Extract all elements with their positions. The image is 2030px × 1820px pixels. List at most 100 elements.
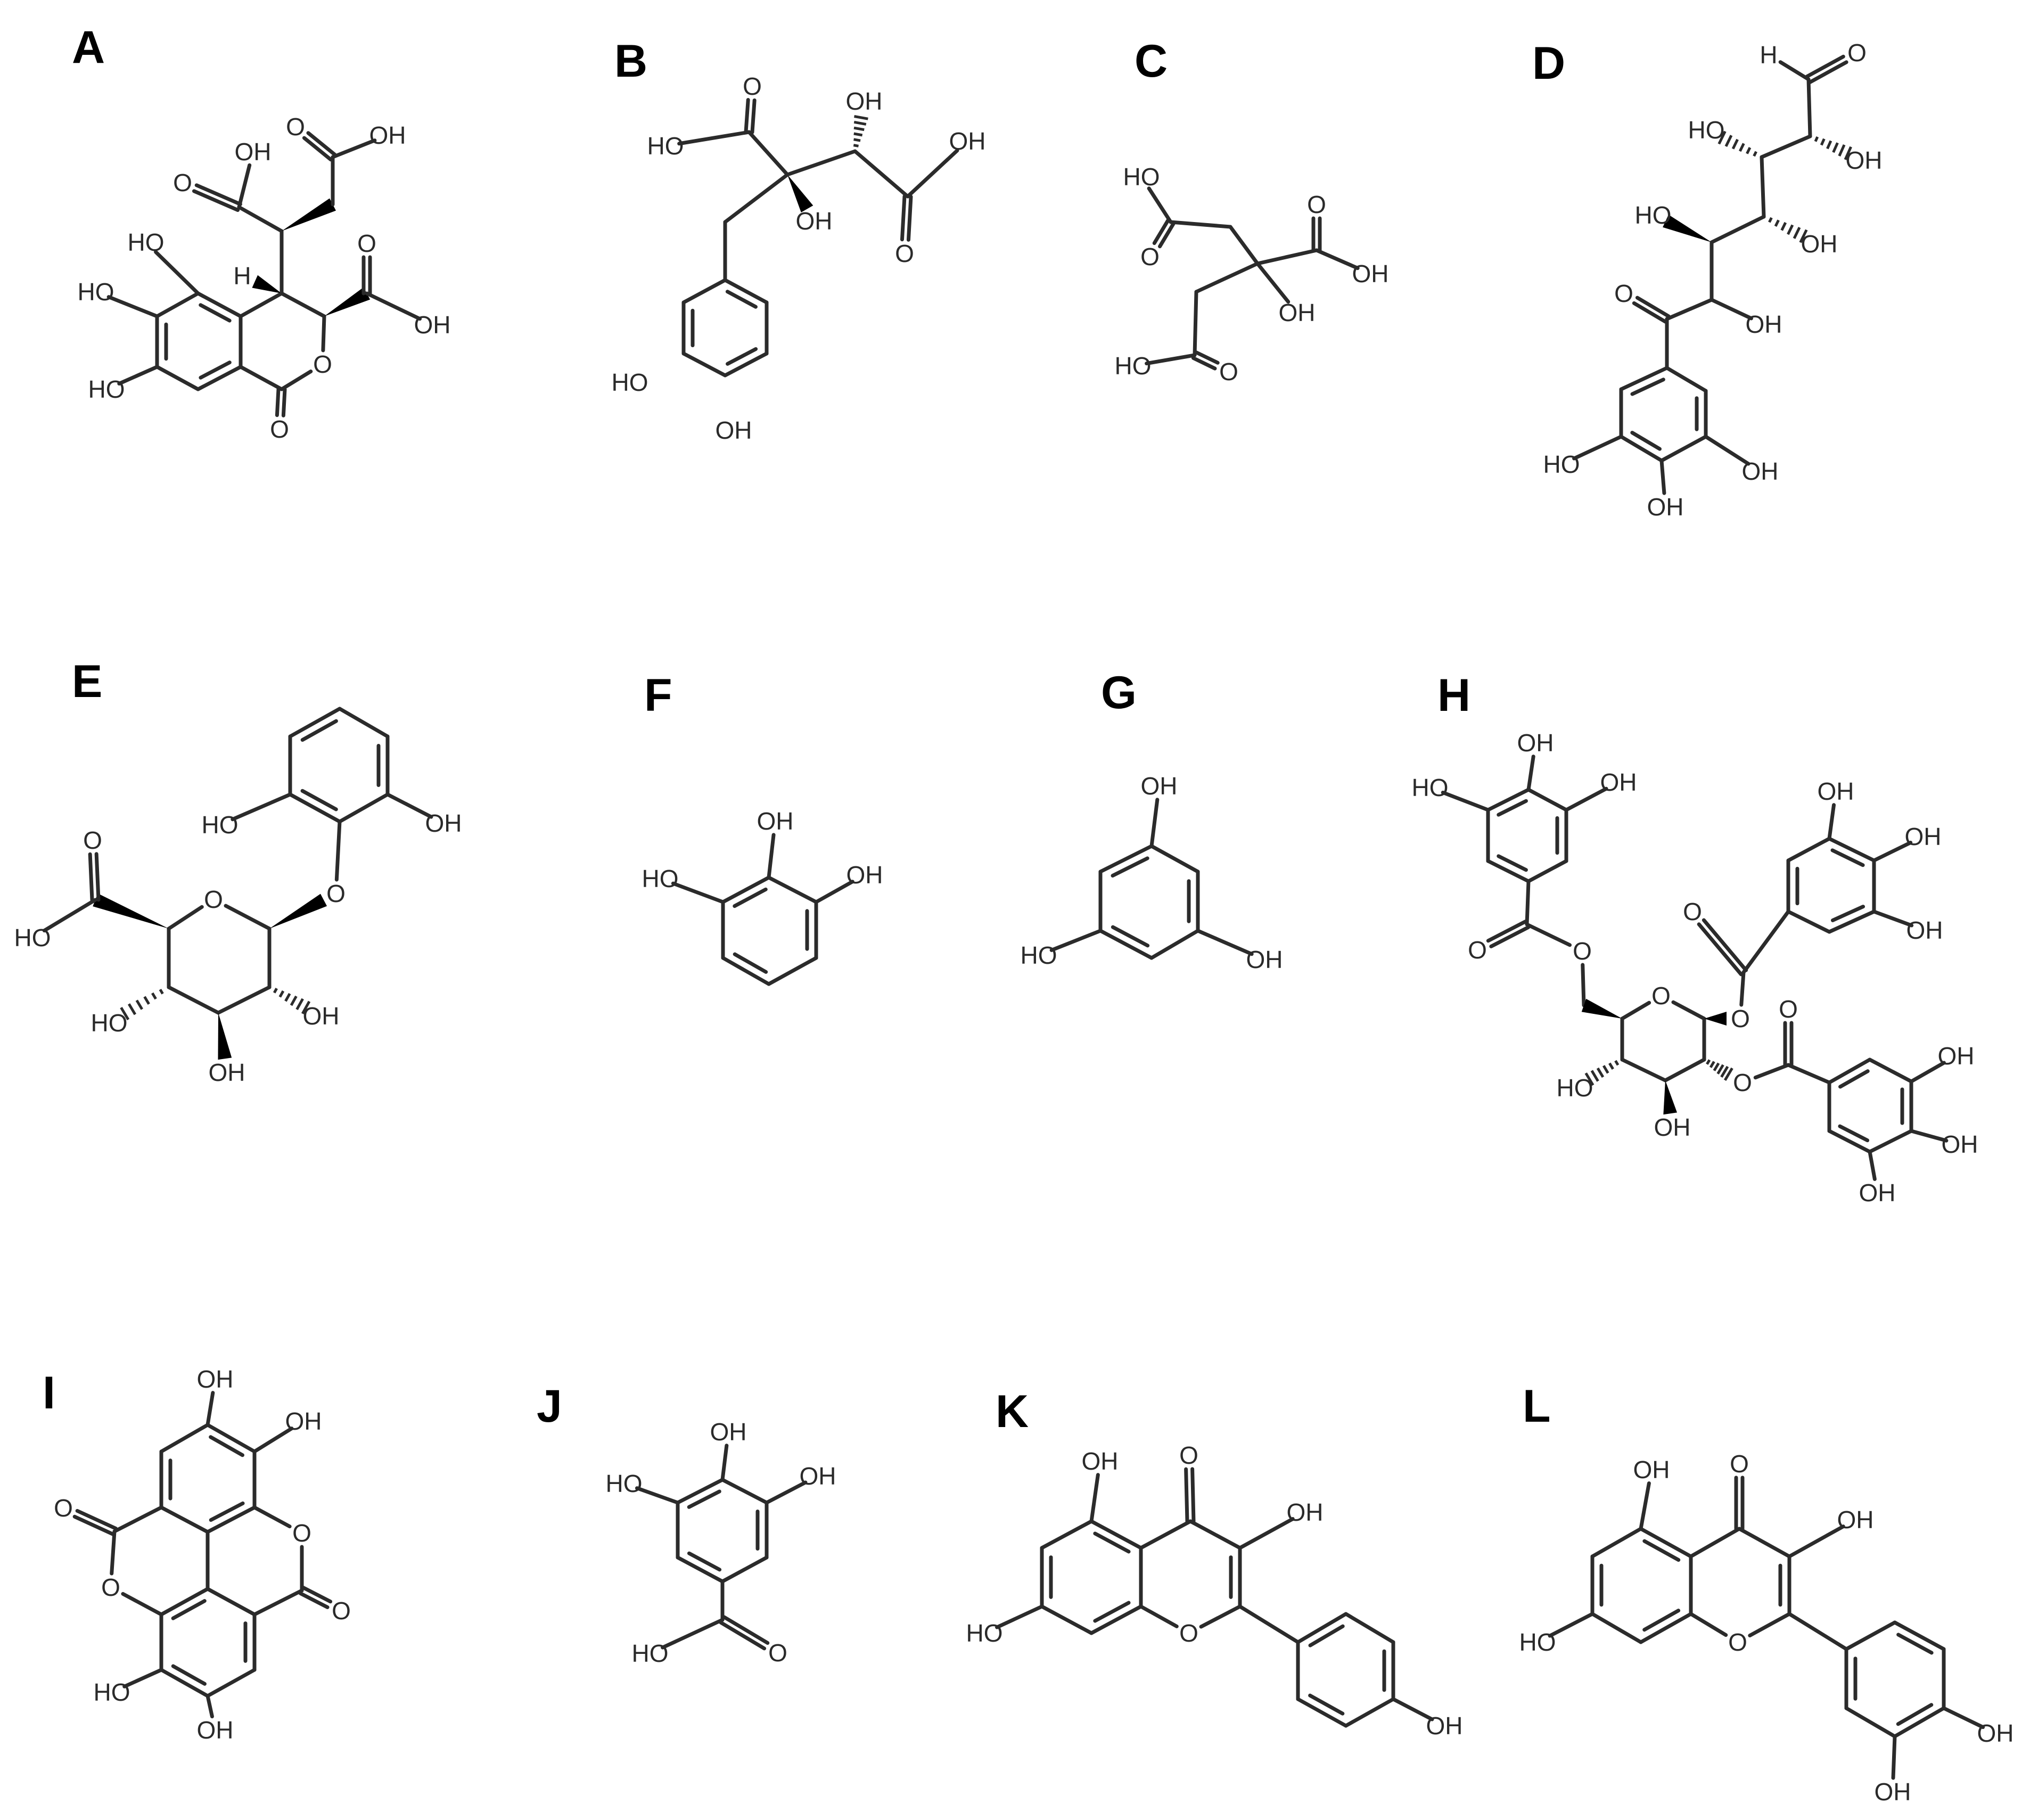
single-bond: [1786, 909, 1831, 934]
double-bond: [88, 852, 94, 902]
single-bond: [1620, 1001, 1651, 1021]
atom-label: O: [1779, 995, 1798, 1023]
single-bond: [1786, 837, 1831, 863]
atom-label: O: [270, 415, 289, 443]
atom-label: O: [1651, 982, 1671, 1010]
aromatic-bond: [723, 351, 769, 378]
single-bond: [1147, 186, 1173, 224]
single-bond: [338, 707, 390, 739]
atom-label: HO: [94, 1678, 130, 1706]
atom-label: OH: [1942, 1130, 1978, 1158]
single-bond: [1786, 1063, 1831, 1085]
aromatic-inner-bond: [1642, 1609, 1681, 1632]
single-bond: [224, 904, 272, 931]
single-bond: [1760, 134, 1812, 159]
aromatic-bond: [196, 365, 243, 391]
hash-bond: [1787, 224, 1794, 235]
atom-label: OH: [1654, 1113, 1691, 1141]
atom-label: HO: [1021, 941, 1057, 969]
double-bond: [192, 189, 240, 212]
single-bond: [321, 314, 326, 352]
single-bond: [1739, 970, 1746, 1007]
single-bond: [1344, 1697, 1395, 1728]
single-bond: [720, 1555, 769, 1584]
atom-label: OH: [1846, 146, 1883, 174]
single-bond: [1671, 1000, 1706, 1021]
hash-bond: [1826, 140, 1832, 150]
panel-label-L: L: [1523, 1381, 1551, 1432]
hash-bond: [1717, 130, 1727, 145]
aromatic-bond: [1296, 1612, 1348, 1644]
hash-bond: [159, 988, 164, 995]
aromatic-bond: [288, 792, 342, 824]
hash-bond: [1602, 1065, 1609, 1074]
aromatic-bond: [1827, 837, 1876, 863]
single-bond: [1040, 1519, 1094, 1550]
single-bond: [681, 351, 727, 378]
single-bond: [1526, 859, 1568, 883]
atom-label: OH: [800, 1462, 836, 1490]
atom-label: O: [1307, 191, 1326, 218]
single-bond: [1169, 220, 1232, 229]
single-bond: [216, 985, 272, 1015]
double-bond: [1191, 356, 1217, 371]
aromatic-bond: [1827, 909, 1876, 934]
single-bond: [155, 291, 200, 318]
hash-bond: [143, 996, 150, 1005]
atom-label: OH: [846, 87, 883, 115]
single-bond: [280, 370, 313, 391]
hash-bond: [127, 1003, 137, 1015]
atom-label: OH: [1352, 260, 1389, 288]
atom-label: O: [286, 113, 305, 141]
atom-label: HO: [1543, 450, 1580, 478]
double-bond: [94, 852, 101, 902]
wedge-bond: [218, 1013, 232, 1060]
atom-label: HO: [647, 132, 684, 160]
hash-bond: [120, 1006, 130, 1021]
single-bond: [1255, 261, 1291, 304]
atom-label: OH: [1246, 946, 1283, 973]
aromatic-inner-bond: [300, 719, 338, 742]
single-bond: [1665, 366, 1708, 393]
single-bond: [1741, 909, 1790, 974]
single-bond: [206, 1694, 214, 1719]
single-bond: [1909, 1061, 1946, 1084]
wedge-bond: [1704, 1012, 1727, 1026]
atom-label: HO: [1519, 1628, 1556, 1656]
atom-label: O: [1219, 358, 1238, 386]
single-bond: [365, 291, 422, 321]
atom-label: OH: [1875, 1778, 1911, 1806]
double-bond: [306, 131, 337, 157]
single-bond: [334, 819, 342, 882]
single-bond: [1710, 215, 1766, 244]
hash-bond: [1590, 1070, 1599, 1082]
atom-label: O: [292, 1519, 311, 1547]
atom-label: HO: [88, 375, 125, 403]
aromatic-inner-bond: [209, 1435, 245, 1457]
double-bond: [72, 1514, 116, 1536]
atom-label: O: [1733, 1069, 1752, 1096]
atom-label: OH: [1859, 1179, 1896, 1207]
single-bond: [1620, 1057, 1667, 1083]
atom-label: OH: [757, 807, 794, 835]
single-bond: [1581, 963, 1586, 1007]
single-bond: [1639, 1481, 1651, 1531]
single-bond: [1787, 1524, 1845, 1559]
bonds-F: [671, 833, 854, 986]
wedge-bond: [1581, 998, 1622, 1019]
atom-label: OH: [1517, 729, 1554, 757]
atom-label: O: [1179, 1619, 1198, 1647]
aromatic-inner-bond: [1093, 1601, 1131, 1623]
atom-label: OH: [846, 861, 883, 889]
aromatic-inner-bond: [725, 290, 758, 309]
single-bond: [1228, 225, 1260, 266]
atom-label: OH: [1801, 230, 1838, 258]
wedge-bond: [324, 287, 371, 316]
panel-label-B: B: [614, 36, 647, 87]
hash-bond: [1799, 229, 1808, 243]
aromatic-bond: [1827, 1057, 1872, 1085]
aromatic-inner-bond: [1308, 1693, 1345, 1716]
